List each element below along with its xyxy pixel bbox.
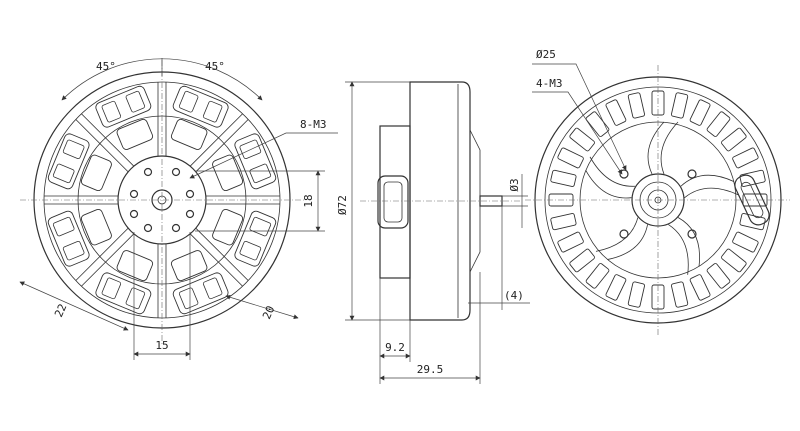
rear-mount-hole xyxy=(687,169,697,179)
diag-left-dim-line xyxy=(19,281,129,331)
rear-slot xyxy=(689,99,711,126)
rear-mount-hole xyxy=(619,229,629,239)
front-spokes xyxy=(44,82,280,318)
shaft-dia-label: Ø3 xyxy=(508,178,521,191)
angle-right-label: 45° xyxy=(205,60,225,73)
rear-slot xyxy=(706,263,731,289)
rear-slot xyxy=(557,147,584,169)
rear-thread-label: 4-M3 xyxy=(536,77,563,90)
rear-ventilation-slots xyxy=(548,90,768,310)
rear-dia-label: Ø25 xyxy=(536,48,556,61)
rear-slot xyxy=(550,213,577,231)
side-hub xyxy=(379,125,411,279)
thread-label-front: 8-M3 xyxy=(300,118,327,131)
rear-slot xyxy=(605,274,627,301)
rear-spokes xyxy=(585,121,739,275)
rear-slot xyxy=(557,231,584,253)
rear-slot xyxy=(721,127,747,152)
rear-slot xyxy=(569,127,595,152)
front-mount-hole xyxy=(143,223,153,233)
rear-mount-hole xyxy=(619,169,629,179)
front-mount-hole xyxy=(171,223,181,233)
front-slot-window xyxy=(47,208,112,267)
total-length-label: 29.5 xyxy=(417,363,444,376)
thread-leader-front xyxy=(189,132,338,179)
front-slot-window xyxy=(212,208,277,267)
rear-slot xyxy=(585,111,610,137)
side-rotor-body xyxy=(409,81,471,321)
side-connector-inner xyxy=(383,181,403,223)
rear-slot xyxy=(732,231,759,253)
rear-spoke xyxy=(595,217,648,260)
rear-thread-leader xyxy=(532,91,623,175)
rear-mount-hole xyxy=(687,229,697,239)
front-spoke xyxy=(190,228,249,287)
rear-slot xyxy=(550,169,577,187)
rear-spoke xyxy=(585,156,636,199)
front-mount-holes xyxy=(129,167,195,233)
front-view: 45° 45° 8-M3 18 15 22 20 xyxy=(19,58,338,360)
rear-slot xyxy=(671,92,689,119)
side-view: Ø72 Ø3 (4) 9.2 29.5 xyxy=(336,81,530,384)
rear-dia-leader xyxy=(532,63,627,171)
height-dim-label: 18 xyxy=(302,194,315,207)
rear-slot xyxy=(706,111,731,137)
front-spoke xyxy=(206,195,280,205)
front-slot-window xyxy=(170,250,229,315)
front-spoke xyxy=(157,244,167,318)
front-mount-hole xyxy=(185,209,195,219)
rear-slot xyxy=(721,248,747,273)
rear-slot xyxy=(732,147,759,169)
diag-right-label: 20 xyxy=(260,304,277,321)
side-connector xyxy=(377,175,409,229)
rear-slot xyxy=(671,281,689,308)
front-spoke xyxy=(75,113,134,172)
angle-left-label: 45° xyxy=(96,60,116,73)
front-slot-window xyxy=(212,133,277,192)
side-dia-label: Ø72 xyxy=(336,195,349,215)
front-slot-window xyxy=(95,85,154,150)
diag-left-label: 22 xyxy=(52,302,69,319)
front-mount-hole xyxy=(171,167,181,177)
rear-slot xyxy=(689,274,711,301)
rear-slot xyxy=(627,92,645,119)
rear-view: Ø25 4-M3 xyxy=(525,48,790,335)
front-slot-window xyxy=(47,133,112,192)
rear-spoke xyxy=(668,217,700,275)
side-shaft xyxy=(479,195,503,207)
front-mount-hole xyxy=(129,209,139,219)
front-spoke xyxy=(190,113,249,172)
front-slot-window xyxy=(170,85,229,150)
diag-right-dim-line xyxy=(225,294,299,320)
front-mount-hole xyxy=(143,167,153,177)
rear-slot xyxy=(585,263,610,289)
step-dim-label: (4) xyxy=(504,289,524,302)
hub-length-label: 9.2 xyxy=(385,341,405,354)
front-slot-window xyxy=(95,250,154,315)
rear-slot xyxy=(605,99,627,126)
front-spoke xyxy=(44,195,118,205)
front-spoke xyxy=(157,82,167,156)
front-mount-hole xyxy=(185,189,195,199)
rear-slot xyxy=(627,281,645,308)
rear-spoke xyxy=(647,121,679,175)
rear-cable-exit xyxy=(734,174,770,226)
rear-slot xyxy=(569,248,595,273)
front-mount-hole xyxy=(129,189,139,199)
width-dim-label: 15 xyxy=(155,339,168,352)
rear-spoke xyxy=(680,174,739,198)
front-spoke xyxy=(75,228,134,287)
